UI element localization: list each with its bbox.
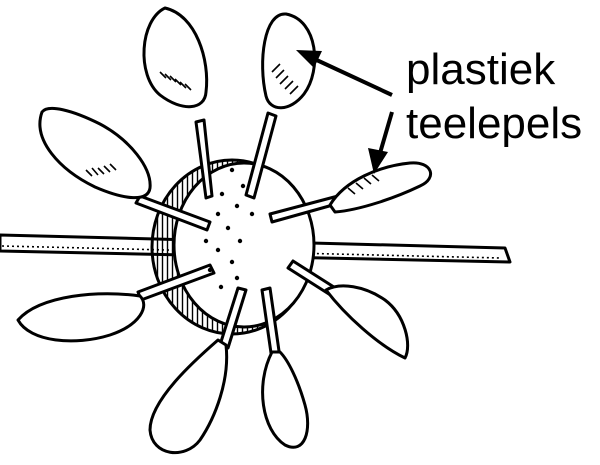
spoon-right-upper: [268, 161, 433, 224]
label-plastiek: plastiek: [406, 45, 556, 94]
spoon-top-left-1: [142, 6, 214, 200]
spoon-top-right-1: [244, 12, 317, 200]
pointer-arrow-lower: [368, 111, 394, 174]
hub-disc: [150, 158, 316, 336]
label-teelepels: teelepels: [406, 99, 582, 148]
spoon-left-lower: [16, 263, 216, 343]
spoon-right-lower: [286, 259, 410, 360]
hub-holes: [203, 167, 255, 290]
pointer-arrow-upper: [296, 50, 393, 97]
spoon-bottom-center: [260, 286, 310, 449]
spoon-left-upper: [38, 106, 212, 232]
spoon-bottom-left: [148, 286, 248, 455]
